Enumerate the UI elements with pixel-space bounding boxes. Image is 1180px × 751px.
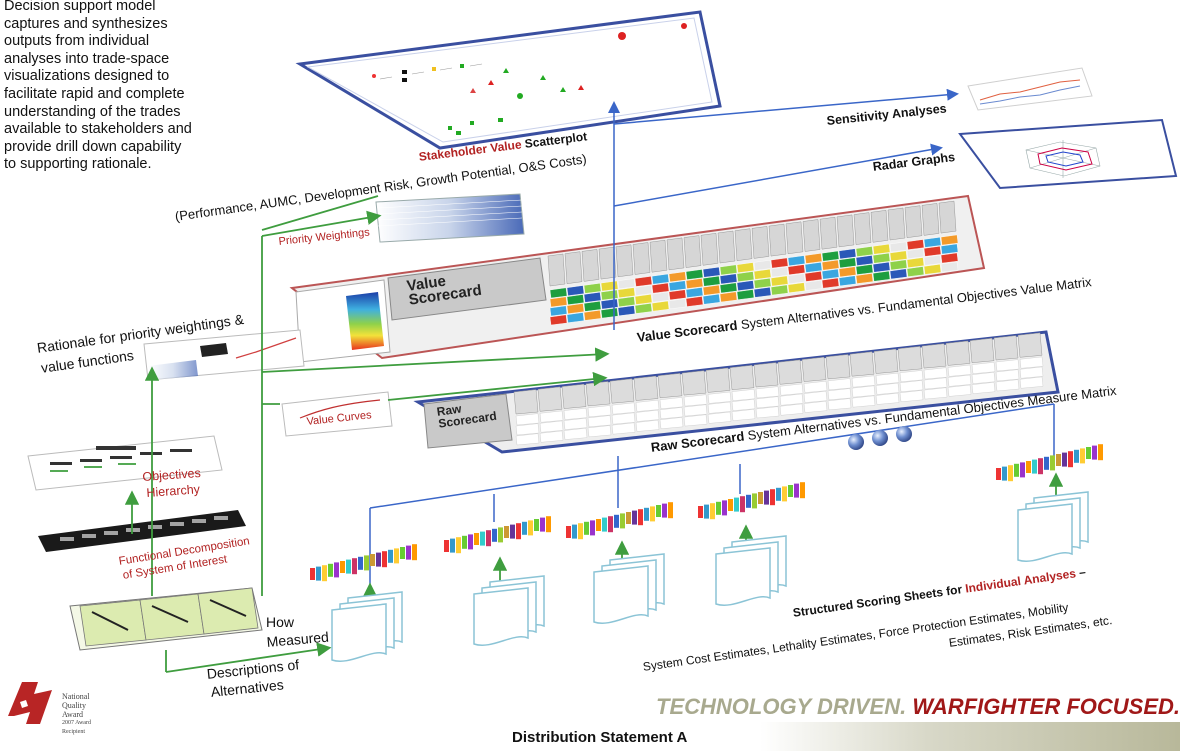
radar-graphs-panel xyxy=(958,118,1178,190)
national-quality-award-logo xyxy=(8,682,52,724)
bar-strip-icon xyxy=(310,544,417,582)
stakeholder-scatterplot-panel xyxy=(295,10,722,150)
intro-line: analyses into trade-space xyxy=(4,50,170,67)
sheet-stack-icon xyxy=(1017,491,1089,562)
award-line: 2007 Award xyxy=(62,720,91,726)
intro-line: facilitate rapid and complete xyxy=(4,85,185,102)
award-line: National xyxy=(62,692,90,701)
slogan-part2: WARFIGHTER FOCUSED. xyxy=(906,694,1180,719)
award-line: Quality xyxy=(62,701,86,710)
priority-weightings-sheet xyxy=(375,193,525,243)
how-measured-label-line1: How xyxy=(266,614,295,630)
intro-line: understanding of the trades xyxy=(4,103,181,120)
intro-line: to supporting rationale. xyxy=(4,156,152,173)
slogan: TECHNOLOGY DRIVEN. WARFIGHTER FOCUSED. xyxy=(656,694,1180,720)
raw-scorecard-matrix xyxy=(413,330,1060,454)
bar-strip-icon xyxy=(996,444,1103,482)
intro-line: captures and synthesizes xyxy=(4,15,168,32)
intro-paragraph: Decision support model captures and synt… xyxy=(4,0,254,174)
bar-strip-icon xyxy=(698,482,805,520)
intro-line: visualizations designed to xyxy=(4,68,170,85)
sheet-stack-icon xyxy=(331,591,403,662)
bar-strip-icon xyxy=(444,516,551,554)
sensitivity-analyses-panel xyxy=(967,67,1093,111)
intro-line: available to stakeholders and xyxy=(4,121,192,138)
rationale-sheet xyxy=(143,329,305,381)
footer-gradient-bar xyxy=(760,722,1180,751)
sheet-stack-icon xyxy=(715,535,787,606)
award-line: Recipient xyxy=(62,729,85,735)
award-line: Award xyxy=(62,710,84,719)
slogan-part1: TECHNOLOGY DRIVEN. xyxy=(656,694,907,719)
sheet-stack-icon xyxy=(593,553,665,624)
how-measured-sheets xyxy=(69,587,263,651)
intro-line: outputs from individual xyxy=(4,33,150,50)
blue-connectors xyxy=(369,88,1055,584)
functional-decomposition-sheet xyxy=(38,510,246,552)
award-caption: National Quality Award 2007 Award Recipi… xyxy=(62,692,91,737)
sphere-icon xyxy=(848,426,912,450)
scatter-marker-icon xyxy=(372,23,687,135)
bar-strip-icon xyxy=(566,502,673,540)
value-scorecard-matrix xyxy=(289,194,986,363)
sheet-stack-icon xyxy=(473,575,545,646)
intro-line: Decision support model xyxy=(4,0,156,14)
distribution-statement: Distribution Statement A xyxy=(512,729,688,746)
value-curves-sheet xyxy=(281,391,393,437)
intro-line: provide drill down capability xyxy=(4,138,182,155)
